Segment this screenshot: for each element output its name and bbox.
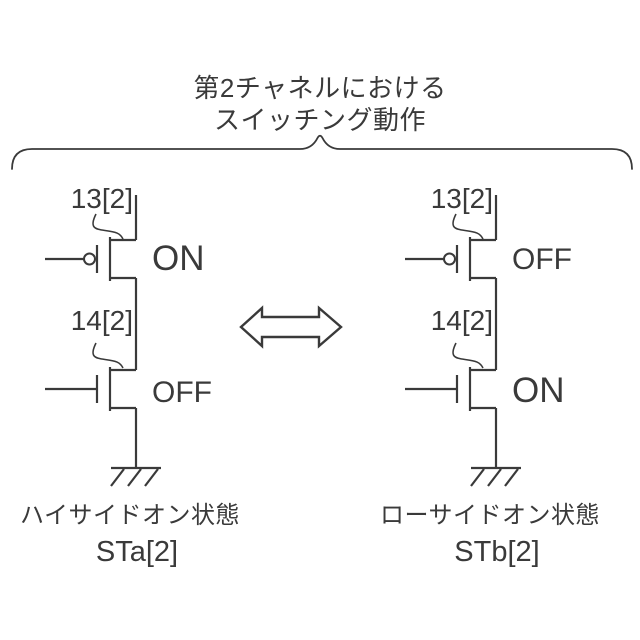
left-state-name: STa[2]	[96, 536, 178, 568]
left-low-side-transistor	[45, 367, 136, 411]
right-low-side-ref-label: 14[2]	[431, 305, 493, 336]
ground-slash-1	[110, 468, 125, 487]
right-low-side-transistor	[405, 367, 496, 411]
right-circuit-caption: ローサイドオン状態	[380, 502, 600, 529]
title-line-2: スイッチング動作	[214, 105, 426, 135]
ground-slash-2	[487, 468, 502, 487]
left-circuit-caption: ハイサイドオン状態	[20, 502, 240, 529]
right-low-side-state-label: ON	[512, 371, 565, 410]
left-ref14-leader	[92, 342, 124, 369]
right-ref13-leader	[452, 213, 484, 240]
right-high-side-state-label: OFF	[512, 243, 572, 276]
left-circuit: 13[2] ON 14[2] OFF ハイサイドオン状態 STa[2]	[20, 183, 240, 568]
left-low-side-ref-label: 14[2]	[71, 305, 133, 336]
right-state-name: STb[2]	[454, 536, 539, 568]
right-ground-icon	[470, 466, 521, 487]
left-high-side-state-label: ON	[152, 239, 205, 278]
ground-slash-3	[504, 468, 519, 487]
left-high-side-ref-label: 13[2]	[71, 183, 133, 214]
right-ref14-leader	[452, 342, 484, 369]
pmos-gate-bubble-icon	[443, 252, 456, 266]
left-ref13-leader	[92, 213, 124, 240]
right-high-side-transistor	[405, 237, 496, 281]
title-line-1: 第2チャネルにおける	[193, 73, 446, 103]
right-high-side-ref-label: 13[2]	[431, 183, 493, 214]
figure-title: 第2チャネルにおける スイッチング動作	[193, 73, 446, 135]
pmos-gate-bubble-icon	[83, 252, 96, 266]
swap-arrow-icon	[239, 305, 343, 349]
grouping-brace-icon	[11, 134, 633, 170]
ground-slash-2	[127, 468, 142, 487]
left-low-side-state-label: OFF	[152, 376, 212, 409]
ground-slash-1	[470, 468, 485, 487]
ground-slash-3	[144, 468, 159, 487]
left-high-side-transistor	[45, 237, 136, 281]
right-circuit: 13[2] OFF 14[2] ON ローサイドオン状態 STb[2]	[380, 183, 600, 568]
left-ground-icon	[110, 466, 161, 487]
